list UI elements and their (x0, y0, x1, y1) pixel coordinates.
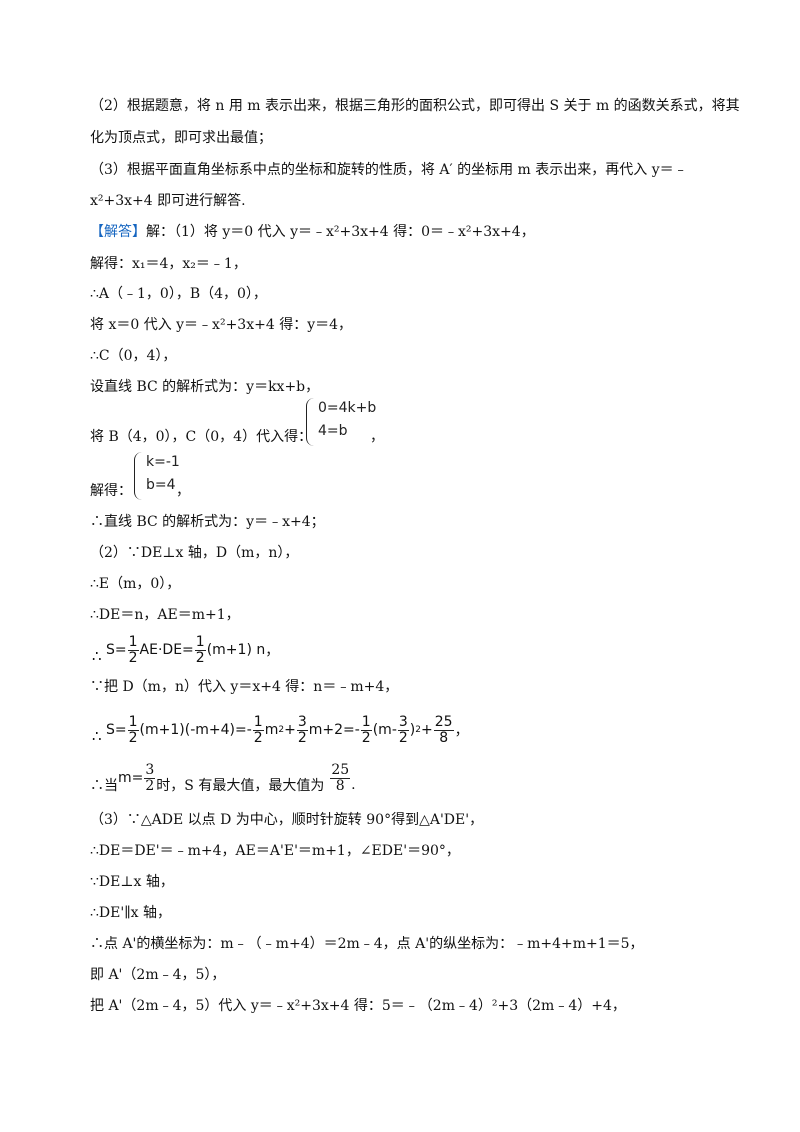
system-row: k=-1 (146, 454, 180, 470)
text-line-2: 化为顶点式，即可求出最值； (90, 130, 272, 146)
solution-line-1: 【解答】解：（1）将 y＝0 代入 y＝﹣x²+3x+4 得：0＝﹣x²+3x+… (90, 222, 535, 242)
formula-part: + (421, 722, 433, 738)
text-line-11: 将 B（4，0），C（0，4）代入得： (90, 429, 313, 445)
text-line-3: （3）根据平面直角坐标系中点的坐标和旋转的性质，将 A′ 的坐标用 m 表示出来… (90, 162, 688, 178)
text-line-15: ∴E（m，0）， (90, 576, 181, 592)
formula-part: AE·DE= (139, 642, 194, 658)
formula-part: (m+1) n (206, 642, 266, 658)
numerator: 1 (253, 713, 263, 730)
comma: ， (265, 643, 280, 659)
text-line-23: ∵DE⊥x 轴， (90, 874, 174, 890)
fraction-bar (360, 729, 372, 731)
fraction-bar (433, 729, 454, 731)
fraction-bar (330, 777, 351, 779)
fraction-bar (252, 729, 264, 731)
text-line-1: （2）根据题意，将 n 用 m 表示出来，根据三角形的面积公式，即可得出 S 关… (90, 98, 740, 114)
denominator: 2 (128, 729, 138, 746)
text-line-4: x²+3x+4 即可进行解答. (90, 193, 246, 209)
denominator: 2 (145, 777, 155, 794)
text-part: 时，S 有最大值，最大值为 (156, 778, 325, 794)
formula-part: m= (118, 770, 144, 786)
text-line-27: 把 A'（2m﹣4，5）代入 y＝﹣x²+3x+4 得：5＝﹣（2m﹣4）²+3… (90, 998, 626, 1014)
numerator: 3 (398, 713, 408, 730)
formula-part: m (264, 722, 279, 738)
numerator: 3 (297, 713, 307, 730)
fraction-bar (127, 649, 139, 651)
text-line-24: ∴DE'∥x 轴， (90, 905, 172, 921)
therefore-symbol: ∴ (92, 727, 102, 745)
text-line-8: 将 x＝0 代入 y＝﹣x²+3x+4 得：y＝4， (90, 317, 353, 333)
system-row: 4=b (318, 423, 348, 439)
formula-part: m+2=- (308, 722, 360, 738)
solution-text: 解：（1）将 y＝0 代入 y＝﹣x²+3x+4 得：0＝﹣x²+3x+4， (146, 224, 535, 240)
text-line-7: ∴A（﹣1，0），B（4，0）， (90, 286, 267, 302)
therefore-symbol: ∴ (92, 647, 102, 665)
fraction-bar (296, 729, 308, 731)
text-line-18: ∵把 D（m，n）代入 y＝x+4 得：n＝﹣m+4， (90, 679, 399, 695)
denominator: 2 (195, 649, 205, 666)
fraction-bar (144, 777, 156, 779)
text-line-26: 即 A'（2m﹣4，5）， (90, 967, 226, 983)
period: . (351, 777, 356, 793)
numerator: 25 (434, 713, 453, 730)
numerator: 1 (128, 713, 138, 730)
text-line-6: 解得：x₁＝4，x₂＝﹣1， (90, 256, 247, 272)
denominator: 2 (361, 729, 371, 746)
text-line-21: （3）∵△ADE 以点 D 为中心，顺时针旋转 90°得到△A'DE'， (90, 812, 484, 828)
text-line-16: ∴DE＝n，AE＝m+1， (90, 607, 240, 623)
formula-part: S= (106, 722, 127, 738)
fraction-bar (194, 649, 206, 651)
system-row: b=4 (146, 477, 176, 493)
solution-tag: 【解答】 (90, 224, 146, 240)
text-line-9: ∴C（0，4）， (90, 348, 177, 364)
denominator: 2 (128, 649, 138, 666)
formula-part: ) (409, 722, 416, 738)
text-line-12: 解得： (90, 483, 132, 499)
formula-part: + (284, 722, 296, 738)
numerator: 25 (331, 761, 350, 778)
text-line-22: ∴DE＝DE'＝﹣m+4，AE＝A'E'＝m+1，∠EDE'＝90°， (90, 843, 460, 859)
brace-icon (134, 452, 143, 500)
text-line-10: 设直线 BC 的解析式为：y＝kx+b， (90, 379, 320, 395)
denominator: 2 (398, 729, 408, 746)
comma: ， (370, 429, 384, 445)
equation-system-1: 0=4k+b 4=b (306, 398, 376, 446)
text-line-14: （2）∵DE⊥x 轴，D（m，n）， (90, 545, 299, 561)
fraction-bar (397, 729, 409, 731)
numerator: 1 (128, 633, 138, 650)
denominator: 2 (253, 729, 263, 746)
comma: ， (176, 483, 190, 499)
text-line-25: ∴点 A'的横坐标为：m﹣（﹣m+4）＝2m﹣4，点 A'的纵坐标为：﹣m+4+… (90, 936, 644, 952)
brace-icon (306, 398, 315, 446)
formula-part: S= (106, 642, 127, 658)
comma: ， (454, 723, 469, 739)
fraction-bar (127, 729, 139, 731)
numerator: 1 (361, 713, 371, 730)
formula-part: (m+1)(-m+4)=- (139, 722, 252, 738)
equation-system-2: k=-1 b=4 (134, 452, 184, 500)
denominator: 8 (439, 729, 449, 746)
numerator: 3 (145, 761, 155, 778)
text-line-13: ∴直线 BC 的解析式为：y＝﹣x+4； (90, 514, 325, 530)
numerator: 1 (195, 633, 205, 650)
system-row: 0=4k+b (318, 400, 377, 416)
denominator: 8 (335, 777, 345, 794)
formula-part: (m- (372, 722, 397, 738)
denominator: 2 (297, 729, 307, 746)
text-part: ∴当 (90, 778, 118, 794)
